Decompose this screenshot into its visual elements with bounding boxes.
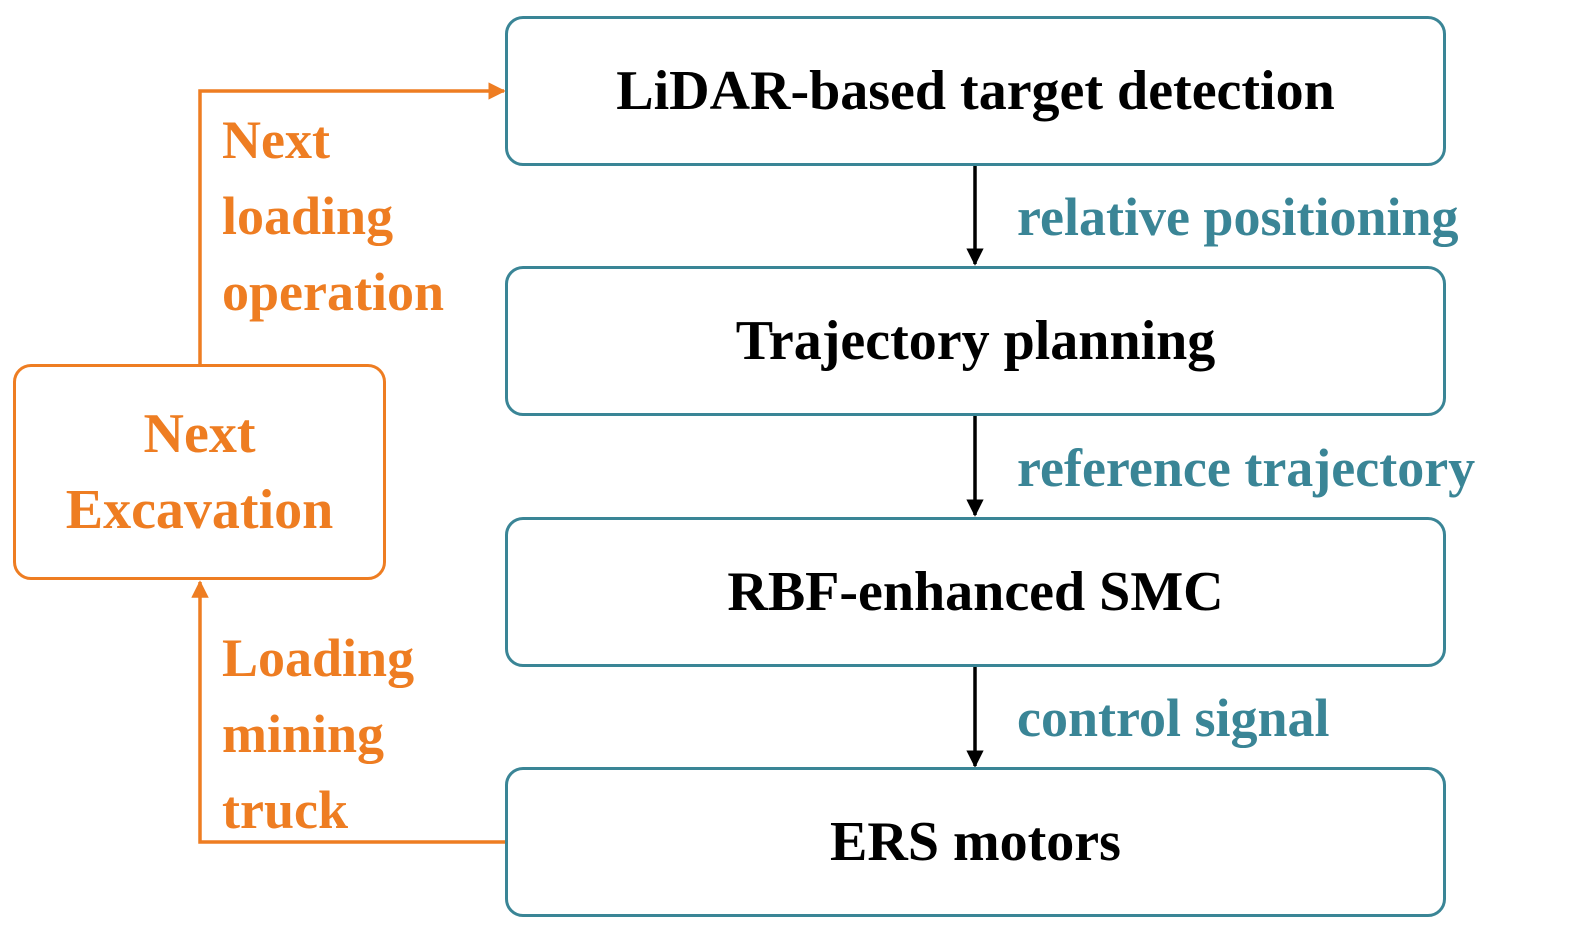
step-trajectory-planning: Trajectory planning [505,266,1446,416]
loading-truck-line2: mining [222,704,385,764]
transition-reference-trajectory: reference trajectory [1017,438,1476,498]
loading-truck-line1: Loading [222,628,415,688]
arrow-motors-to-excavation [191,580,506,844]
step-ers-motors: ERS motors [505,767,1446,917]
transition-relative-positioning: relative positioning [1017,187,1459,247]
step-lidar-detection-label: LiDAR-based target detection [616,60,1335,122]
next-loading-line2: loading [222,186,394,246]
next-loading-line3: operation [222,262,444,322]
next-excavation-line2: Excavation [65,479,334,541]
loading-mining-truck-label: Loading mining truck [222,620,414,848]
next-loading-line1: Next [222,110,330,170]
loading-truck-line3: truck [222,780,348,840]
next-excavation-line1: Next [143,403,256,465]
transition-control-signal: control signal [1017,688,1330,748]
step-ers-motors-label: ERS motors [830,811,1121,873]
step-lidar-detection: LiDAR-based target detection [505,16,1446,166]
step-rbf-smc-label: RBF-enhanced SMC [727,561,1224,623]
step-rbf-smc: RBF-enhanced SMC [505,517,1446,667]
step-trajectory-planning-label: Trajectory planning [735,310,1216,372]
next-excavation-box: Next Excavation [13,364,386,580]
arrow-excavation-to-detection [198,82,506,364]
next-loading-operation-label: Next loading operation [222,102,444,330]
